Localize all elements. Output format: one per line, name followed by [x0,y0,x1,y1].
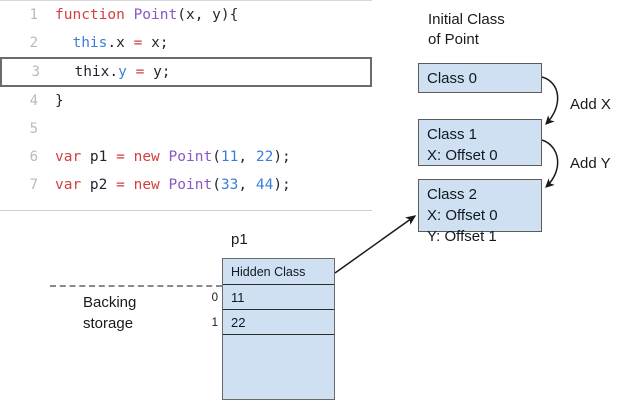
token-this: this [72,35,108,51]
class-box-0-title: Class 0 [427,70,478,87]
class-box-1[interactable]: Class 1 X: Offset 0 [418,119,542,166]
class-box-2[interactable]: Class 2 X: Offset 0 Y: Offset 1 [418,179,542,245]
object-to-hidden-class-arrow [334,215,417,274]
backing-storage-divider [50,285,222,287]
token-num: 11 [220,149,239,165]
code-line-7-source: var p2 = new Point(33, 44); [55,171,291,199]
code-line-3-source: thix.y = y; [57,59,171,85]
token-txt: p2 [81,177,117,193]
token-pun: , [238,149,256,165]
token-pun: , [238,177,256,193]
token-txt [125,7,134,23]
arrow-add-x [541,76,559,125]
backing-storage-label: Backing storage [83,292,136,334]
token-fn: Point [133,7,178,23]
code-line-4-source: } [55,87,64,115]
token-num: 22 [255,149,274,165]
code-line-6-source: var p1 = new Point(11, 22); [55,143,291,171]
transition-label-add-y: Add Y [570,155,611,172]
token-pun: } [55,93,64,109]
code-line-1[interactable]: 1 function Point(x, y){ [0,1,372,29]
token-txt: y; [153,64,171,80]
line-number-1: 1 [29,7,38,23]
class-box-1-title: Class 1 [427,126,478,143]
class-box-2-field-1: Y: Offset 1 [427,228,497,245]
class-box-1-field-0: X: Offset 0 [427,147,498,164]
token-num: 44 [255,177,274,193]
code-line-4[interactable]: 4} [0,87,372,115]
token-txt: . [109,64,119,80]
code-line-3[interactable]: 3 thix.y = y; [0,57,372,87]
class-box-0[interactable]: Class 0 [418,63,542,93]
object-hidden-class-cell[interactable]: Hidden Class [223,259,334,285]
token-op: = [124,35,152,51]
token-txt: .x [107,35,125,51]
backing-storage-label-line-2: storage [83,315,134,332]
arrow-add-y [541,139,559,188]
object-label-p1: p1 [231,231,248,248]
token-kw: new [133,177,160,193]
token-txt [125,177,134,193]
token-prop: y [118,64,127,80]
token-kw: var [55,149,82,165]
object-table-p1[interactable]: Hidden Class 11 22 [222,258,335,400]
object-empty-slots-area[interactable] [223,335,334,398]
slot-index-1: 1 [211,317,218,329]
token-pun: ( [212,149,221,165]
token-pun: ); [273,149,291,165]
token-pun: ( [212,177,221,193]
backing-storage-label-line-1: Backing [83,294,137,311]
token-pun: (x, y){ [177,7,239,23]
token-op: = [116,177,125,193]
token-txt [57,64,74,80]
line-number-2: 2 [29,35,38,51]
hidden-class-chain: Initial Class of Point Class 0 Class 1 X… [418,0,640,245]
token-txt: thix [74,64,110,80]
code-line-7[interactable]: 7 var p2 = new Point(33, 44); [0,171,372,199]
token-fn: Point [168,149,213,165]
token-kw: var [55,177,82,193]
token-op: = [126,64,154,80]
initial-class-caption: Initial Class of Point [428,10,578,50]
token-txt [160,177,169,193]
token-txt [160,149,169,165]
code-line-2-source: this.x = x; [55,29,169,57]
class-box-2-title: Class 2 [427,186,478,203]
token-txt [55,35,72,51]
line-number-5: 5 [29,121,38,137]
token-kw: new [133,149,160,165]
token-txt: p1 [81,149,117,165]
line-number-3: 3 [31,64,40,80]
token-num: 33 [220,177,239,193]
line-number-7: 7 [29,177,38,193]
token-kw: function [55,7,125,23]
class-box-2-field-0: X: Offset 0 [427,207,498,224]
token-txt [125,149,134,165]
line-number-6: 6 [29,149,38,165]
slot-index-0: 0 [211,292,218,304]
code-line-2[interactable]: 2 this.x = x; [0,29,372,57]
token-pun: ); [273,177,291,193]
transition-label-add-x: Add X [570,96,611,113]
code-line-1-source: function Point(x, y){ [55,1,238,29]
line-number-4: 4 [29,93,38,109]
code-line-6[interactable]: 6 var p1 = new Point(11, 22); [0,143,372,171]
initial-class-caption-line-2: of Point [428,31,479,48]
token-txt: x; [151,35,169,51]
code-line-5[interactable]: 5 [0,115,372,143]
object-slot-0-value[interactable]: 11 [223,285,334,310]
object-slot-1-value[interactable]: 22 [223,310,334,335]
token-fn: Point [168,177,213,193]
token-op: = [116,149,125,165]
object-to-hidden-class-line [334,215,417,274]
initial-class-caption-line-1: Initial Class [428,11,505,28]
